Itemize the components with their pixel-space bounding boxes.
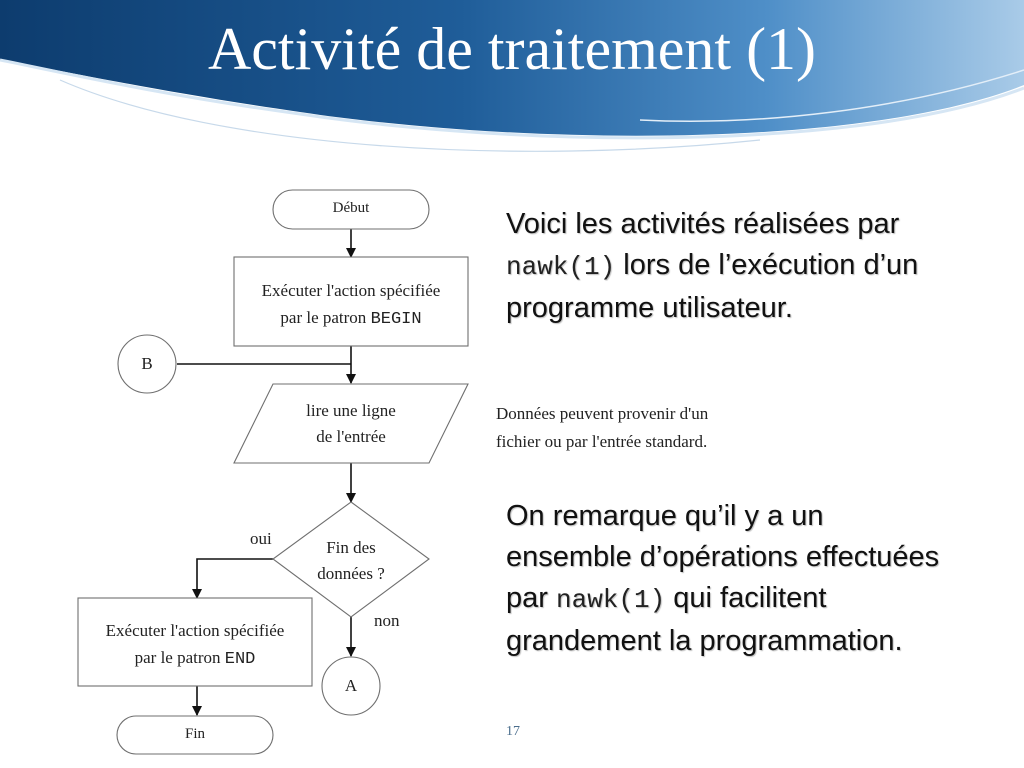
bullet-activities-before: Voici les activités réalisées par	[506, 208, 900, 240]
begin-action-box	[233, 256, 469, 347]
end-action-line1: Exécuter l'action spécifiée	[105, 621, 285, 640]
bullet-activities-command: nawk(1)	[506, 252, 616, 282]
page-title: Activité de traitement (1)	[207, 16, 817, 82]
bullet-remark-before: On remarque qu’il y a un ensemble d’opér…	[506, 500, 940, 614]
begin-action-text: Exécuter l'action spécifiée par le patro…	[234, 277, 468, 333]
connector-b-label: B	[141, 354, 153, 373]
start-label: Début	[332, 200, 370, 216]
yes-label: oui	[250, 529, 272, 548]
read-line-text: lire une ligne de l'entrée	[234, 398, 468, 450]
data-source-line1: Données peuvent provenir d'un	[496, 404, 709, 423]
read-line-line1: lire une ligne	[306, 401, 396, 420]
connector-b-circle	[117, 334, 177, 394]
end-terminal	[116, 715, 274, 755]
connector-a-label: A	[344, 676, 358, 695]
end-action-box	[77, 597, 313, 687]
begin-action-prefix: par le patron	[280, 308, 371, 327]
end-action-line2: par le patron END	[78, 644, 312, 673]
start-terminal	[272, 189, 430, 230]
bullet-remark-command: nawk(1)	[555, 585, 666, 615]
decision-text: Fin des données ?	[273, 535, 429, 587]
end-pattern: END	[224, 650, 256, 669]
bullet-activities-after: lors de l’exécution d’un programme utili…	[506, 249, 919, 324]
bullet-remark: On remarque qu’il y a un ensemble d’opér…	[506, 496, 946, 662]
bullet-remark-after: qui facilitent grandement la programmati…	[506, 582, 903, 657]
page-number: 17	[506, 724, 520, 739]
connector-a-circle	[321, 656, 381, 716]
read-line-parallelogram	[233, 383, 469, 464]
header-banner	[0, 0, 1024, 152]
read-line-line2: de l'entrée	[316, 427, 386, 446]
decision-diamond	[272, 501, 430, 618]
begin-action-line2: par le patron BEGIN	[234, 304, 468, 333]
end-action-prefix: par le patron	[134, 648, 225, 667]
end-label: Fin	[184, 726, 205, 742]
decision-line2: données ?	[317, 564, 385, 583]
decision-line1: Fin des	[326, 538, 376, 557]
bullet-activities: Voici les activités réalisées par nawk(1…	[506, 204, 986, 329]
data-source-line2: fichier ou par l'entrée standard.	[496, 432, 708, 451]
begin-action-line1: Exécuter l'action spécifiée	[261, 281, 441, 300]
arrow-decision-yes	[192, 558, 273, 599]
begin-pattern: BEGIN	[370, 310, 422, 329]
no-label: non	[374, 611, 400, 630]
data-source-note: Données peuvent provenir d'un fichier ou…	[496, 400, 796, 456]
end-action-text: Exécuter l'action spécifiée par le patro…	[78, 617, 312, 673]
